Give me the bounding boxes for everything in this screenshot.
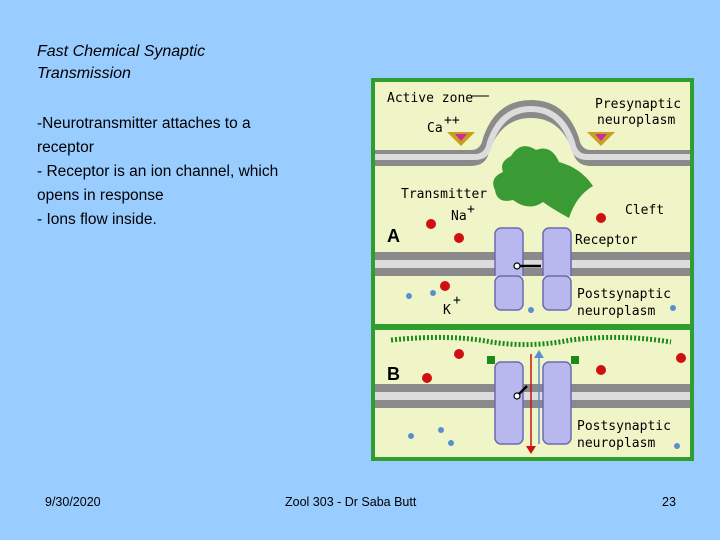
postsynaptic-neuroplasm-a xyxy=(375,276,690,324)
label-postsynaptic-b: Postsynaptic xyxy=(577,419,671,434)
label-active-zone: Active zone xyxy=(387,91,473,106)
label-presynaptic: Presynaptic xyxy=(595,97,681,112)
footer-course: Zool 303 - Dr Saba Butt xyxy=(285,495,417,509)
sodium-ion xyxy=(676,353,686,363)
panel-b: B Postsynaptic neuroplasm xyxy=(375,330,690,457)
body-line-2: receptor xyxy=(37,139,94,156)
sodium-ion xyxy=(422,373,432,383)
potassium-ion xyxy=(408,433,414,439)
synapse-diagram: Active zone Presynaptic neuroplasm Ca ++… xyxy=(371,78,694,461)
bound-transmitter-right xyxy=(571,356,579,364)
label-presynaptic-neuroplasm: neuroplasm xyxy=(597,113,675,128)
postsynaptic-membrane-a-bottom xyxy=(375,268,690,276)
potassium-ion xyxy=(406,293,412,299)
sodium-ion xyxy=(426,219,436,229)
postsynaptic-membrane-b-bottom xyxy=(375,400,690,408)
body-line-1: -Neurotransmitter attaches to a xyxy=(37,115,251,132)
slide-body: -Neurotransmitter attaches to a receptor… xyxy=(37,112,337,232)
postsynaptic-membrane-b-mid xyxy=(375,392,690,400)
presynaptic-membrane-inner xyxy=(375,106,690,160)
body-line-3: - Receptor is an ion channel, which xyxy=(37,163,279,180)
potassium-ion xyxy=(674,443,680,449)
label-panel-a: A xyxy=(387,226,400,246)
calcium-channel-right-core xyxy=(595,134,607,141)
potassium-ion xyxy=(670,305,676,311)
sodium-ion xyxy=(454,349,464,359)
potassium-ion xyxy=(528,307,534,313)
label-potassium: K xyxy=(443,303,451,318)
potassium-ion xyxy=(438,427,444,433)
sodium-ion xyxy=(454,233,464,243)
label-sodium: Na xyxy=(451,209,467,224)
postsynaptic-membrane-b-top xyxy=(375,384,690,392)
bound-transmitter-left xyxy=(487,356,495,364)
slide-title: Fast Chemical Synaptic Transmission xyxy=(37,41,337,85)
panel-a: Active zone Presynaptic neuroplasm Ca ++… xyxy=(375,82,690,324)
label-postsynaptic-a-neuroplasm: neuroplasm xyxy=(577,304,655,319)
calcium-channel-left-core xyxy=(455,134,467,141)
receptor-right-subunit-a-lower xyxy=(542,275,572,311)
sodium-influx-arrowhead xyxy=(526,446,536,454)
label-calcium: Ca xyxy=(427,121,443,136)
gate-hinge-b xyxy=(513,392,521,400)
transmitter-cloud xyxy=(493,146,593,218)
footer-page-number: 23 xyxy=(662,495,676,509)
sodium-ion xyxy=(596,365,606,375)
label-panel-b: B xyxy=(387,364,400,384)
label-sodium-charge: + xyxy=(467,202,475,217)
label-postsynaptic-a: Postsynaptic xyxy=(577,287,671,302)
receptor-left-subunit-b xyxy=(494,361,524,445)
sodium-ion xyxy=(440,281,450,291)
slide-title-line-1: Fast Chemical Synaptic xyxy=(37,43,206,60)
panel-divider xyxy=(371,324,694,330)
receptor-right-subunit-b xyxy=(542,361,572,445)
footer-date: 9/30/2020 xyxy=(45,495,101,509)
postsynaptic-membrane-a-top xyxy=(375,252,690,260)
body-line-5: - Ions flow inside. xyxy=(37,211,157,228)
label-potassium-charge: + xyxy=(453,293,461,308)
diagram-border xyxy=(371,78,694,461)
postsynaptic-membrane-a-mid xyxy=(375,260,690,268)
receptor-left-subunit-a-lower xyxy=(494,275,524,311)
potassium-ion xyxy=(448,440,454,446)
sodium-ion xyxy=(596,213,606,223)
label-cleft: Cleft xyxy=(625,203,664,218)
potassium-efflux-arrowhead xyxy=(534,350,544,358)
label-calcium-charge: ++ xyxy=(444,113,460,128)
label-receptor: Receptor xyxy=(575,233,638,248)
transmitter-dots-b xyxy=(390,334,672,348)
body-line-4: opens in response xyxy=(37,187,164,204)
slide-title-line-2: Transmission xyxy=(37,65,131,82)
gate-hinge-a xyxy=(513,262,521,270)
potassium-ion xyxy=(430,290,436,296)
label-transmitter: Transmitter xyxy=(401,187,487,202)
label-postsynaptic-b-neuroplasm: neuroplasm xyxy=(577,436,655,451)
